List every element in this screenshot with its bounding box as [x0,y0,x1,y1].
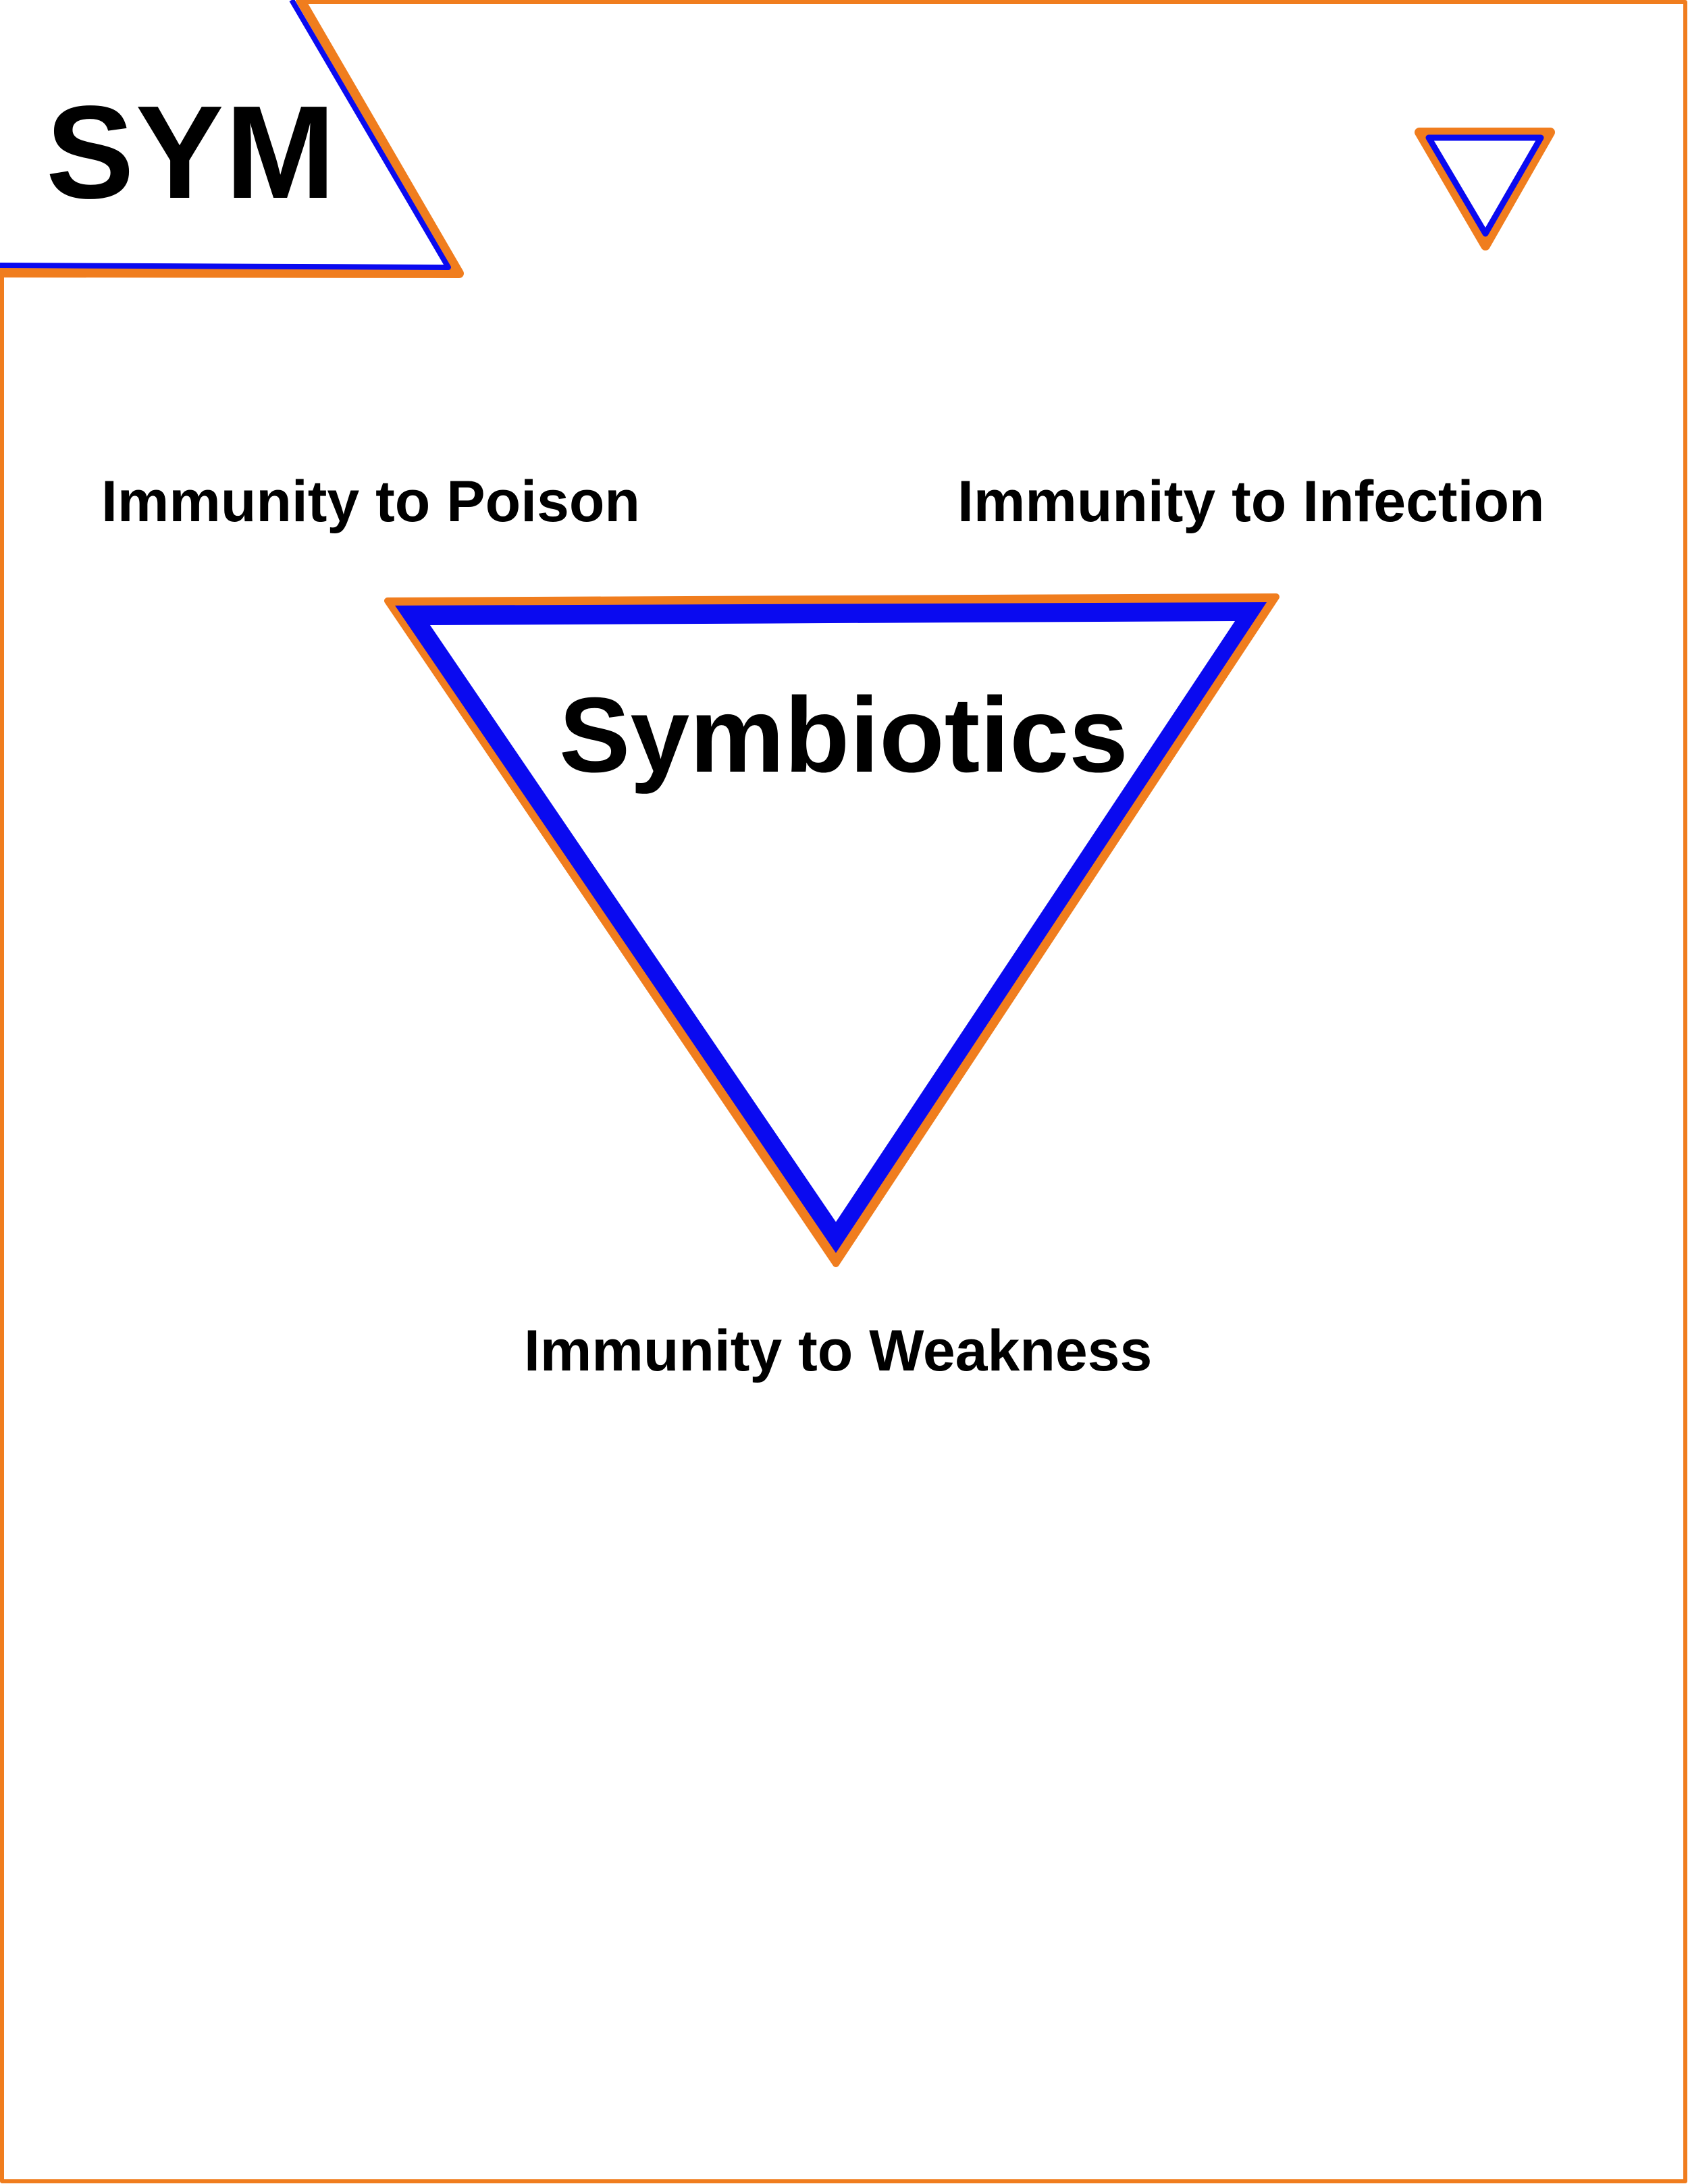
vertex-label-weakness: Immunity to Weakness [524,1319,1153,1383]
vertex-label-poison: Immunity to Poison [101,469,640,534]
vertex-label-infection: Immunity to Infection [957,469,1545,534]
corner-tab-outer-edge [0,0,464,278]
corner-tab-inner-edge [0,0,451,270]
down-triangle-icon [1415,128,1555,250]
card-abbreviation: SYM [46,78,337,226]
main-triangle [384,593,1280,1267]
card-title: Symbiotics [559,676,1128,795]
